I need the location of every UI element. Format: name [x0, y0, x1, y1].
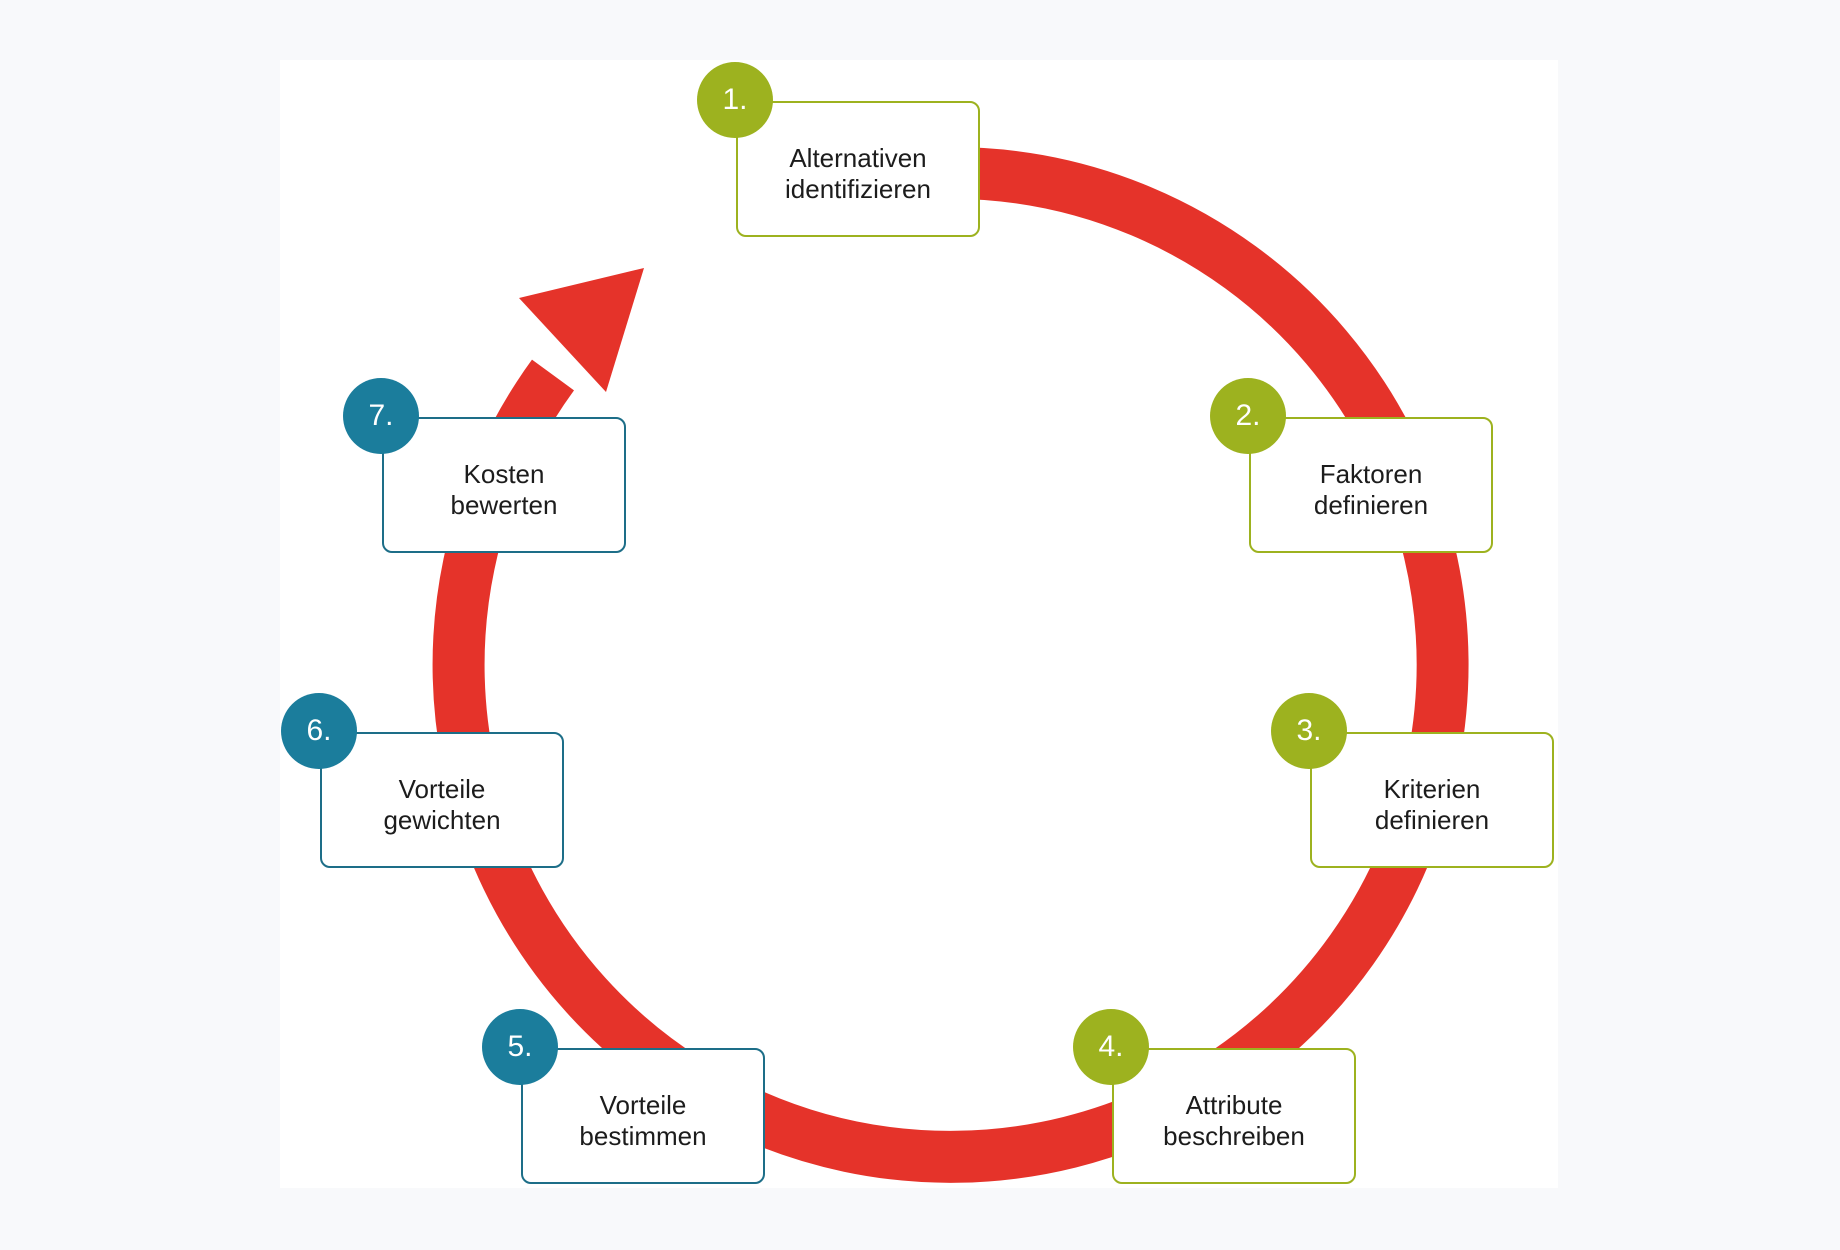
step-number-badge: 1.	[697, 62, 773, 138]
step-label: Vorteile bestimmen	[579, 1090, 707, 1151]
step-box: Vorteile gewichten	[320, 732, 564, 868]
step-number-badge: 5.	[482, 1009, 558, 1085]
step-box: Kosten bewerten	[382, 417, 626, 553]
step-label: Vorteile gewichten	[383, 774, 501, 835]
step-box: Alternativen identifizieren	[736, 101, 980, 237]
step-3: Kriterien definieren 3.	[1271, 693, 1554, 868]
step-label: Faktoren definieren	[1313, 459, 1429, 520]
step-1: Alternativen identifizieren 1.	[697, 62, 980, 237]
step-2: Faktoren definieren 2.	[1210, 378, 1493, 553]
step-number-badge: 2.	[1210, 378, 1286, 454]
step-number-badge: 4.	[1073, 1009, 1149, 1085]
step-box: Faktoren definieren	[1249, 417, 1493, 553]
cycle-arrowhead	[519, 268, 644, 392]
step-number-badge: 6.	[281, 693, 357, 769]
step-label: Kriterien definieren	[1374, 774, 1490, 835]
step-7: Kosten bewerten 7.	[343, 378, 626, 553]
step-label: Kosten bewerten	[450, 459, 558, 520]
step-6: Vorteile gewichten 6.	[281, 693, 564, 868]
step-5: Vorteile bestimmen 5.	[482, 1009, 765, 1184]
step-4: Attribute beschreiben 4.	[1073, 1009, 1356, 1184]
step-box: Vorteile bestimmen	[521, 1048, 765, 1184]
step-label: Alternativen identifizieren	[785, 143, 931, 204]
step-number-badge: 7.	[343, 378, 419, 454]
step-box: Attribute beschreiben	[1112, 1048, 1356, 1184]
step-box: Kriterien definieren	[1310, 732, 1554, 868]
step-label: Attribute beschreiben	[1163, 1090, 1305, 1151]
step-number-badge: 3.	[1271, 693, 1347, 769]
